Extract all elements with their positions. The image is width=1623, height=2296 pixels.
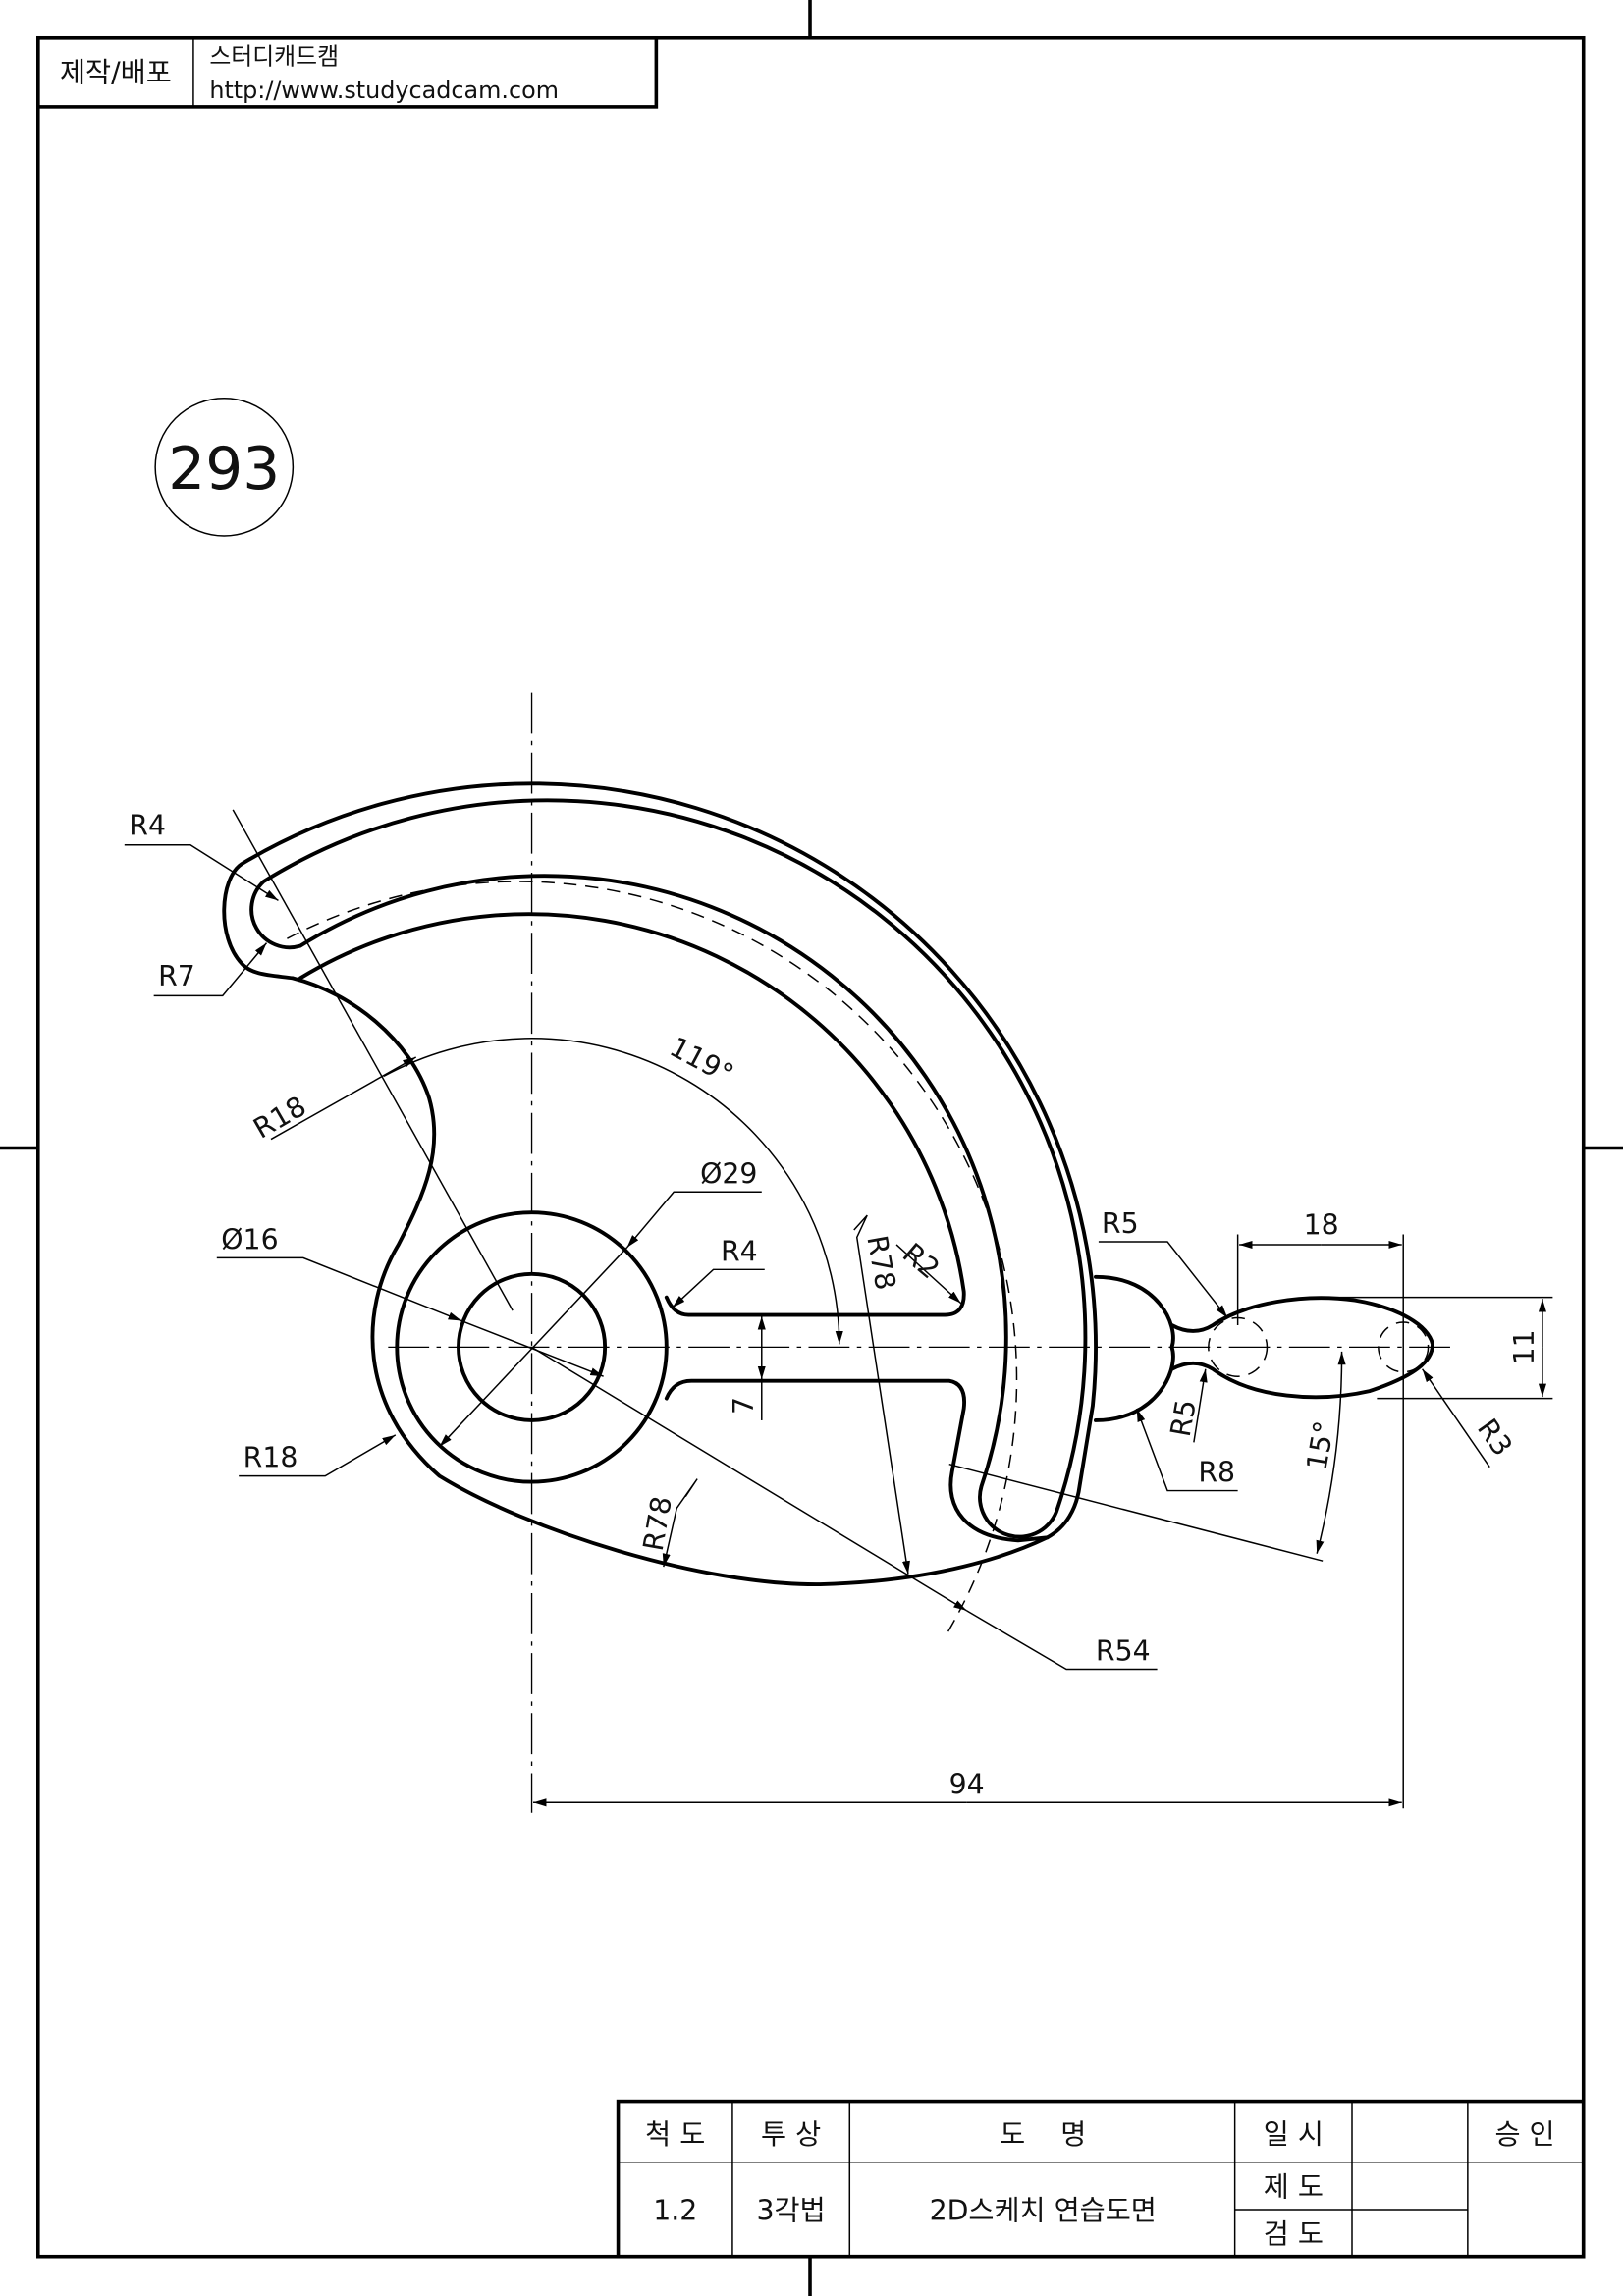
dim-r78-lower: R78 xyxy=(637,1494,678,1554)
part-outline xyxy=(222,781,1434,1586)
company-url[interactable]: http://www.studycadcam.com xyxy=(209,77,559,104)
dim-eleven: 11 xyxy=(1508,1329,1541,1364)
dim-r54: R54 xyxy=(1096,1635,1151,1668)
dim-ninety-four: 94 xyxy=(949,1768,985,1800)
dim-seven: 7 xyxy=(728,1397,760,1415)
dim-r4-right: R4 xyxy=(721,1235,758,1267)
date-label: 일 시 xyxy=(1264,2118,1324,2151)
dim-dia29: Ø29 xyxy=(700,1157,757,1190)
name-label: 도 명 xyxy=(1000,2118,1086,2151)
title-block: 척 도 투 상 도 명 일 시 승 인 1.2 3각법 2D스케치 연습도면 제… xyxy=(616,2099,1586,2259)
drafted-label: 제 도 xyxy=(1264,2171,1324,2204)
drawing-name-value: 2D스케치 연습도면 xyxy=(930,2194,1157,2226)
drawing-number: 293 xyxy=(168,436,280,504)
checked-label: 검 도 xyxy=(1264,2217,1324,2250)
publisher-label: 제작/배포 xyxy=(60,57,172,89)
center-lines xyxy=(287,692,1453,1813)
dim-r8: R8 xyxy=(1198,1457,1235,1489)
company-name: 스터디캐드캠 xyxy=(209,43,339,71)
dim-r5-upper: R5 xyxy=(1102,1207,1139,1240)
dim-r2: R2 xyxy=(896,1237,946,1286)
dim-eighteen: 18 xyxy=(1304,1209,1339,1242)
dim-dia16: Ø16 xyxy=(221,1223,278,1255)
approval-label: 승 인 xyxy=(1494,2118,1554,2151)
hub-outer-circle xyxy=(395,1210,669,1484)
dim-angle-119: 119° xyxy=(665,1031,739,1091)
hub-bore-circle xyxy=(457,1271,608,1422)
dim-r78-upper: R78 xyxy=(860,1233,901,1293)
dim-r7: R7 xyxy=(158,960,195,992)
scale-value: 1.2 xyxy=(653,2194,697,2226)
slot-center-arc xyxy=(287,881,1018,1638)
dim-r5-lower: R5 xyxy=(1164,1397,1203,1439)
projection-value: 3각법 xyxy=(757,2194,826,2226)
dim-r18-upper: R18 xyxy=(248,1090,312,1145)
drawing-number-badge: 293 xyxy=(154,397,295,537)
publisher-box: 제작/배포 스터디캐드캠 http://www.studycadcam.com xyxy=(35,35,659,109)
scale-label: 척 도 xyxy=(645,2118,705,2151)
dim-r3: R3 xyxy=(1471,1414,1519,1463)
dim-r4-left: R4 xyxy=(129,809,166,841)
dim-r18-lower: R18 xyxy=(243,1442,298,1474)
projection-label: 투 상 xyxy=(761,2118,821,2151)
